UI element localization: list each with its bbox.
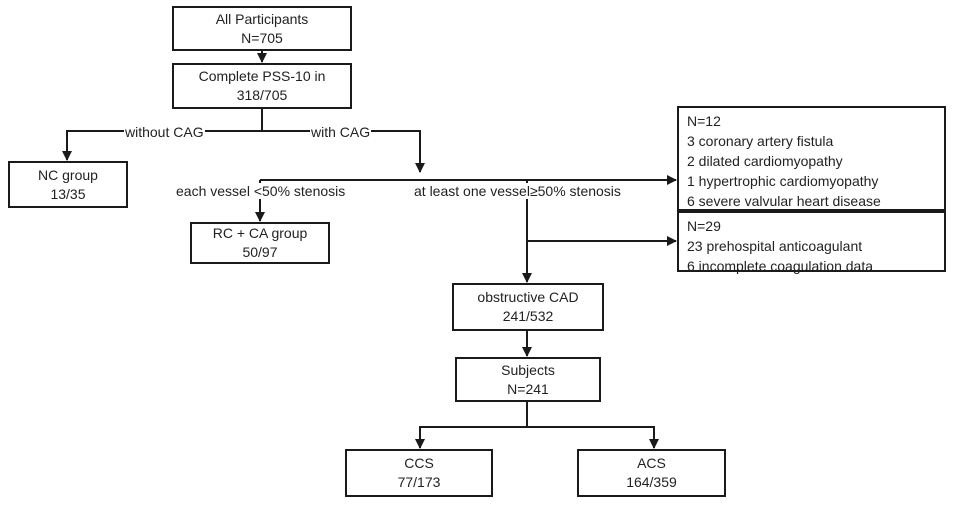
node-title: Complete PSS-10 in [198, 68, 326, 84]
node-title: RC + CA group [212, 225, 308, 241]
node-all-participants: All Participants N=705 [172, 6, 352, 51]
node-count: 50/97 [242, 244, 278, 260]
node-count: 164/359 [626, 474, 677, 490]
node-count: 77/173 [397, 474, 441, 490]
node-title: All Participants [215, 10, 309, 27]
node-count: N=241 [507, 380, 549, 397]
node-title: ACS [637, 455, 666, 471]
exclusion-line: 3 coronary artery fistula [687, 133, 834, 149]
branch-line-subjects-right [527, 426, 659, 449]
node-obstructive-cad: obstructive CAD 241/532 [452, 283, 604, 331]
branch-line-subjects [415, 402, 528, 449]
node-acs: ACS 164/359 [577, 449, 726, 497]
exclusion-line: 6 severe valvular heart disease [687, 193, 881, 209]
node-complete-pss: Complete PSS-10 in 318/705 [172, 63, 352, 109]
node-nc-group: NC group 13/35 [8, 161, 128, 208]
edge-label-each-vessel: each vessel <50% stenosis [175, 183, 347, 199]
exclusion-line: 23 prehospital anticoagulant [687, 238, 863, 254]
exclusion-line: N=29 [687, 218, 721, 234]
edge-label-at-least-one: at least one vessel≥50% stenosis [413, 183, 622, 199]
node-title: CCS [404, 455, 434, 471]
edge-label-with-cag: with CAG [310, 124, 372, 140]
node-ccs: CCS 77/173 [345, 449, 493, 497]
node-subjects: Subjects N=241 [455, 357, 601, 402]
node-title: NC group [38, 166, 98, 183]
node-count: 318/705 [236, 87, 288, 103]
node-exclusion-12: N=12 3 coronary artery fistula 2 dilated… [677, 106, 946, 211]
edge-label-without-cag: without CAG [124, 124, 205, 140]
node-count: N=705 [241, 29, 283, 46]
exclusion-line: 1 hypertrophic cardiomyopathy [687, 173, 879, 189]
node-title: obstructive CAD [477, 289, 579, 305]
exclusion-line: N=12 [687, 113, 721, 129]
node-exclusion-29: N=29 23 prehospital anticoagulant 6 inco… [677, 211, 946, 274]
node-rc-ca-group: RC + CA group 50/97 [190, 222, 330, 264]
exclusion-line: 2 dilated cardiomyopathy [687, 153, 843, 169]
node-count: 241/532 [502, 308, 554, 324]
exclusion-line: 6 incomplete coagulation data [687, 258, 874, 274]
node-count: 13/35 [50, 185, 86, 202]
node-title: Subjects [501, 361, 555, 378]
